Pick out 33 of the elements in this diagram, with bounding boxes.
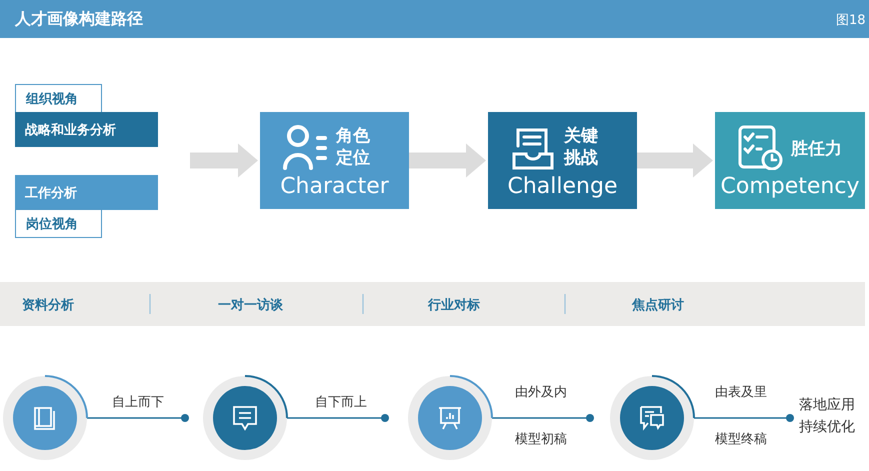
node-label: 组织视角 [26,90,78,108]
path-label: 模型初稿 [515,431,567,449]
stage-label: Competency [720,174,860,199]
path-label: 模型终稿 [715,431,767,449]
stage-label: Character [280,174,389,199]
analysis-box [15,209,102,238]
flow-arrow [190,144,258,178]
stage-box [260,112,409,209]
flow-arrow [409,144,486,178]
analysis-box [15,84,102,113]
flow-arrow [637,144,713,178]
figure-number: 图18 [836,12,866,30]
path-label: 自上而下 [112,394,164,412]
path-label: 自下而上 [315,394,367,412]
node-label: 岗位视角 [26,216,78,232]
diagram-title: 人才画像构建路径 [15,9,143,30]
stage-box [488,112,637,209]
method-label: 一对一访谈 [218,296,283,315]
stage-box [715,112,865,209]
node-label: 战略和业务分析 [25,122,116,138]
analysis-box [15,112,158,147]
stage-label: 胜任力 [791,138,843,160]
analysis-box [15,175,158,210]
node-label: 工作分析 [25,184,77,202]
stage-label: 关键挑战 [564,125,599,170]
stage-label: 角色定位 [336,125,371,170]
path-label: 由表及里 [715,384,767,402]
path-label: 落地应用持续优化 [799,396,856,437]
method-label: 行业对标 [428,297,480,315]
method-label: 焦点研讨 [632,297,684,315]
path-label: 由外及内 [515,384,567,402]
method-label: 资料分析 [22,297,74,315]
stage-label: Challenge [508,174,618,199]
